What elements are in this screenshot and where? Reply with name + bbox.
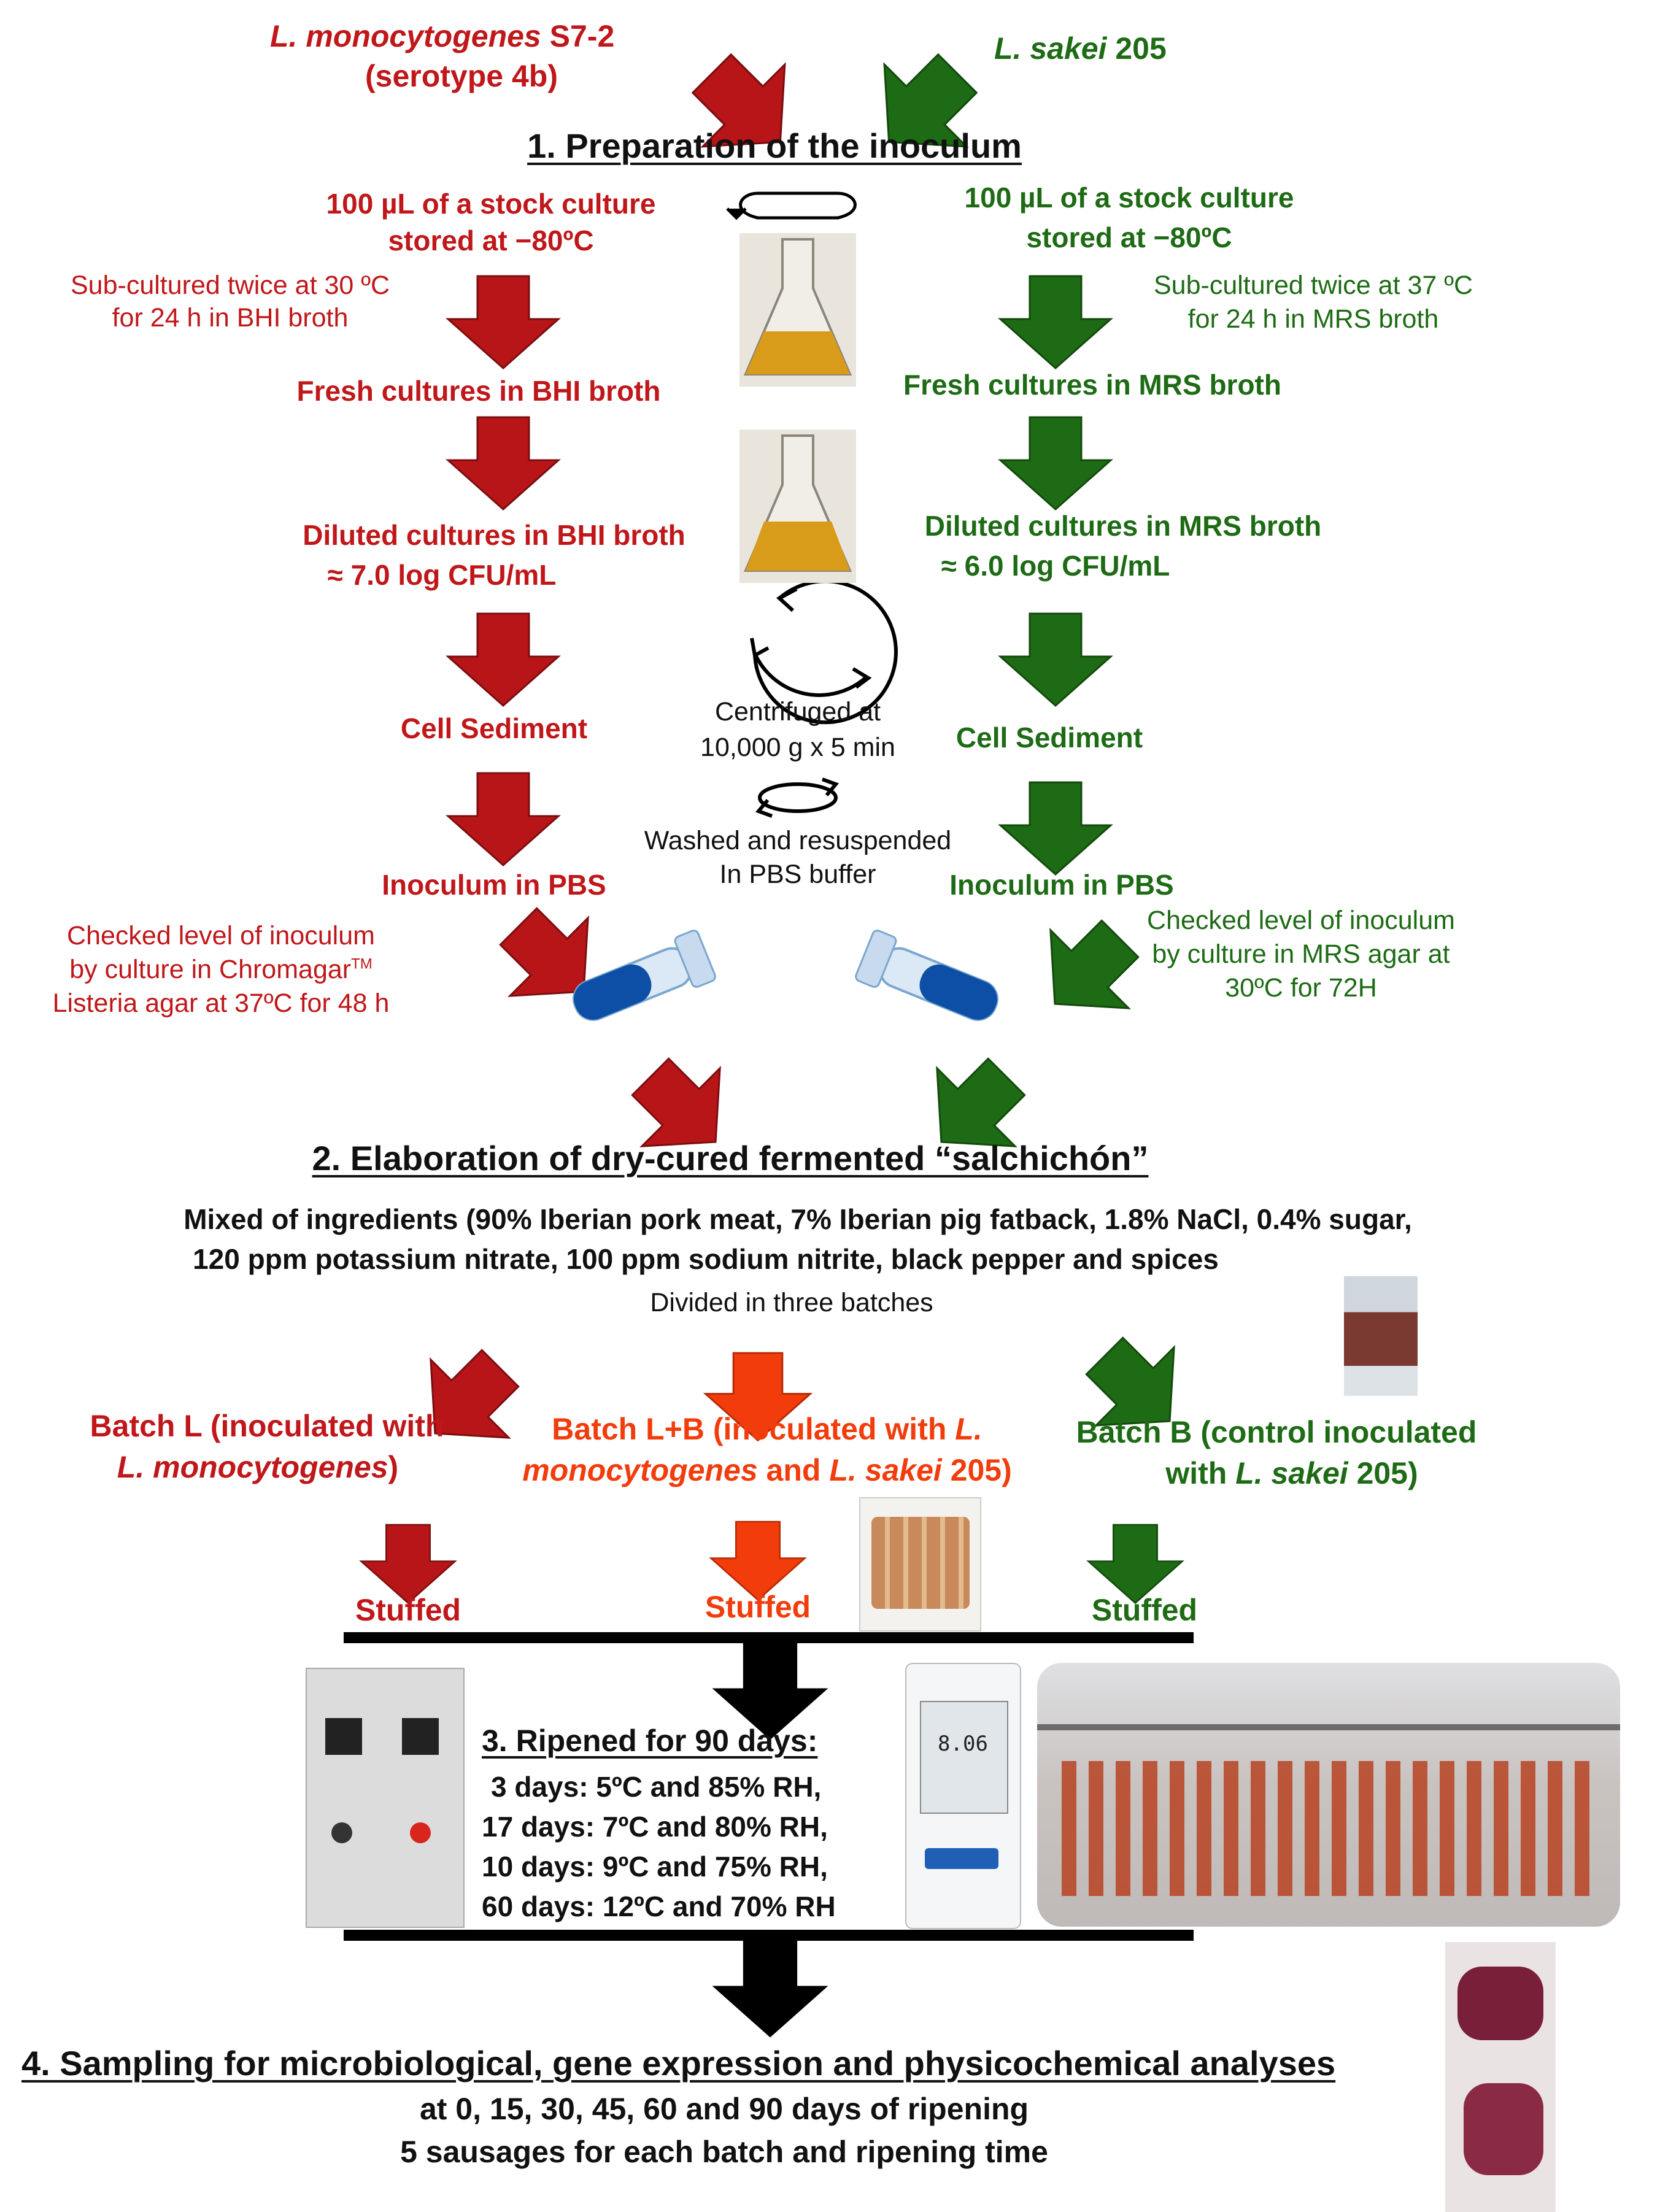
left-sub-line1: Sub-cultured twice at 30 ºC <box>70 271 390 300</box>
arrow-red-2 <box>447 416 560 511</box>
left-inoculum-pbs: Inoculum in PBS <box>382 869 606 901</box>
ripening-line4: 60 days: 12ºC and 70% RH <box>482 1890 836 1922</box>
logger-display: 8.06 <box>938 1732 988 1756</box>
left-stock-line1: 100 µL of a stock culture <box>326 188 656 220</box>
batch-l-line1: Batch L (inoculated with <box>90 1409 444 1443</box>
left-check-line3: Listeria agar at 37ºC for 48 h <box>52 988 390 1018</box>
right-sub-line2: for 24 h in MRS broth <box>1187 304 1439 334</box>
step1-title: 1. Preparation of the inoculum <box>527 126 1022 165</box>
step2-title: 2. Elaboration of dry-cured fermented “s… <box>312 1139 1149 1177</box>
left-fresh-cultures: Fresh cultures in BHI broth <box>296 375 661 407</box>
drying-room-photo <box>1037 1663 1620 1927</box>
left-diluted-line1: Diluted cultures in BHI broth <box>303 519 685 551</box>
centrifuge-line1: Centrifuged at <box>714 697 881 726</box>
arrow-green-5 <box>1014 898 1160 1044</box>
left-sub-line2: for 24 h in BHI broth <box>112 303 349 333</box>
right-sub-line1: Sub-cultured twice at 37 ºC <box>1153 271 1473 300</box>
left-check-line2: by culture in ChromagarTM <box>69 955 373 984</box>
arrow-stuffed-lb <box>710 1520 806 1601</box>
batch-b-line1: Batch B (control inoculated <box>1076 1415 1477 1449</box>
control-panel-photo <box>306 1668 465 1928</box>
centrifuge-line2: 10,000 g x 5 min <box>700 733 895 762</box>
right-stock-line1: 100 µL of a stock culture <box>964 182 1294 214</box>
ripening-line1: 3 days: 5ºC and 85% RH, <box>491 1771 822 1803</box>
stuffed-b: Stuffed <box>1091 1593 1198 1627</box>
arrow-stuffed-b <box>1087 1524 1183 1604</box>
wash-cycle-icon <box>755 777 840 818</box>
arrow-green-2 <box>999 416 1112 511</box>
strain-sakei-label: L. sakei 205 <box>994 31 1167 66</box>
tube-left-icon <box>573 930 716 1021</box>
left-stock-line2: stored at −80ºC <box>388 225 594 256</box>
right-check-line3: 30ºC for 72H <box>1225 973 1377 1003</box>
right-check-line2: by culture in MRS agar at <box>1152 939 1450 969</box>
batch-l-line2: L. monocytogenes) <box>117 1450 399 1484</box>
right-check-line1: Checked level of inoculum <box>1147 906 1455 935</box>
batch-lb-line1: Batch L+B (inoculated with L. <box>552 1412 982 1446</box>
right-diluted-line2: ≈ 6.0 log CFU/mL <box>941 550 1170 582</box>
arrow-green-3 <box>999 612 1112 707</box>
arrow-green-4 <box>999 781 1112 876</box>
step4-title: 4. Sampling for microbiological, gene ex… <box>21 2044 1336 2083</box>
cycle-icon-top <box>726 191 857 220</box>
batch-b-line2: with L. sakei 205) <box>1165 1456 1418 1490</box>
arrow-red-4 <box>447 772 560 866</box>
ripening-line3: 10 days: 9ºC and 75% RH, <box>482 1851 828 1883</box>
arrow-green-1 <box>999 275 1112 369</box>
tube-right-icon <box>855 930 998 1021</box>
left-cell-sediment: Cell Sediment <box>400 712 588 744</box>
arrow-batch-l <box>395 1328 541 1474</box>
batch-lb-line2: monocytogenes and L. sakei 205) <box>522 1453 1012 1487</box>
right-inoculum-pbs: Inoculum in PBS <box>949 869 1174 901</box>
strain-listeria-label: L. monocytogenes S7-2 <box>270 19 615 53</box>
sampling-line1: at 0, 15, 30, 45, 60 and 90 days of ripe… <box>419 2092 1029 2126</box>
stuffed-l: Stuffed <box>355 1593 461 1627</box>
arrow-stuffed-l <box>360 1524 456 1604</box>
flask-icon-2 <box>739 430 856 583</box>
left-check-line1: Checked level of inoculum <box>67 921 375 950</box>
left-diluted-line2: ≈ 7.0 log CFU/mL <box>327 559 557 591</box>
strain-listeria-serotype: (serotype 4b) <box>365 59 558 93</box>
bar-stuffed <box>344 1632 1194 1643</box>
ripening-line2: 17 days: 7ºC and 80% RH, <box>482 1811 828 1843</box>
divided-batches: Divided in three batches <box>650 1288 933 1317</box>
ingredients-line2: 120 ppm potassium nitrate, 100 ppm sodiu… <box>193 1243 1219 1275</box>
right-cell-sediment: Cell Sediment <box>955 722 1143 753</box>
right-diluted-line1: Diluted cultures in MRS broth <box>924 510 1322 542</box>
bar-ripened <box>344 1930 1194 1941</box>
right-stock-line2: stored at −80ºC <box>1026 222 1232 253</box>
arrow-red-1 <box>447 275 560 369</box>
sausage-cut-photo <box>1445 1942 1556 2212</box>
right-fresh-cultures: Fresh cultures in MRS broth <box>903 369 1281 401</box>
ingredients-line1: Mixed of ingredients (90% Iberian pork m… <box>183 1203 1412 1235</box>
arrow-black-2 <box>712 1941 828 2038</box>
stuffed-lb: Stuffed <box>705 1590 811 1624</box>
step3-title: 3. Ripened for 90 days: <box>482 1724 818 1758</box>
data-logger-photo: 8.06 <box>905 1663 1021 1929</box>
minced-meat-photo <box>1344 1276 1418 1396</box>
flask-icon-1 <box>739 233 856 387</box>
wash-line1: Washed and resuspended <box>644 826 952 855</box>
wash-line2: In PBS buffer <box>719 860 876 889</box>
stuffed-sausages-photo <box>859 1497 981 1632</box>
sampling-line2: 5 sausages for each batch and ripening t… <box>400 2135 1048 2169</box>
arrow-red-3 <box>447 612 560 707</box>
